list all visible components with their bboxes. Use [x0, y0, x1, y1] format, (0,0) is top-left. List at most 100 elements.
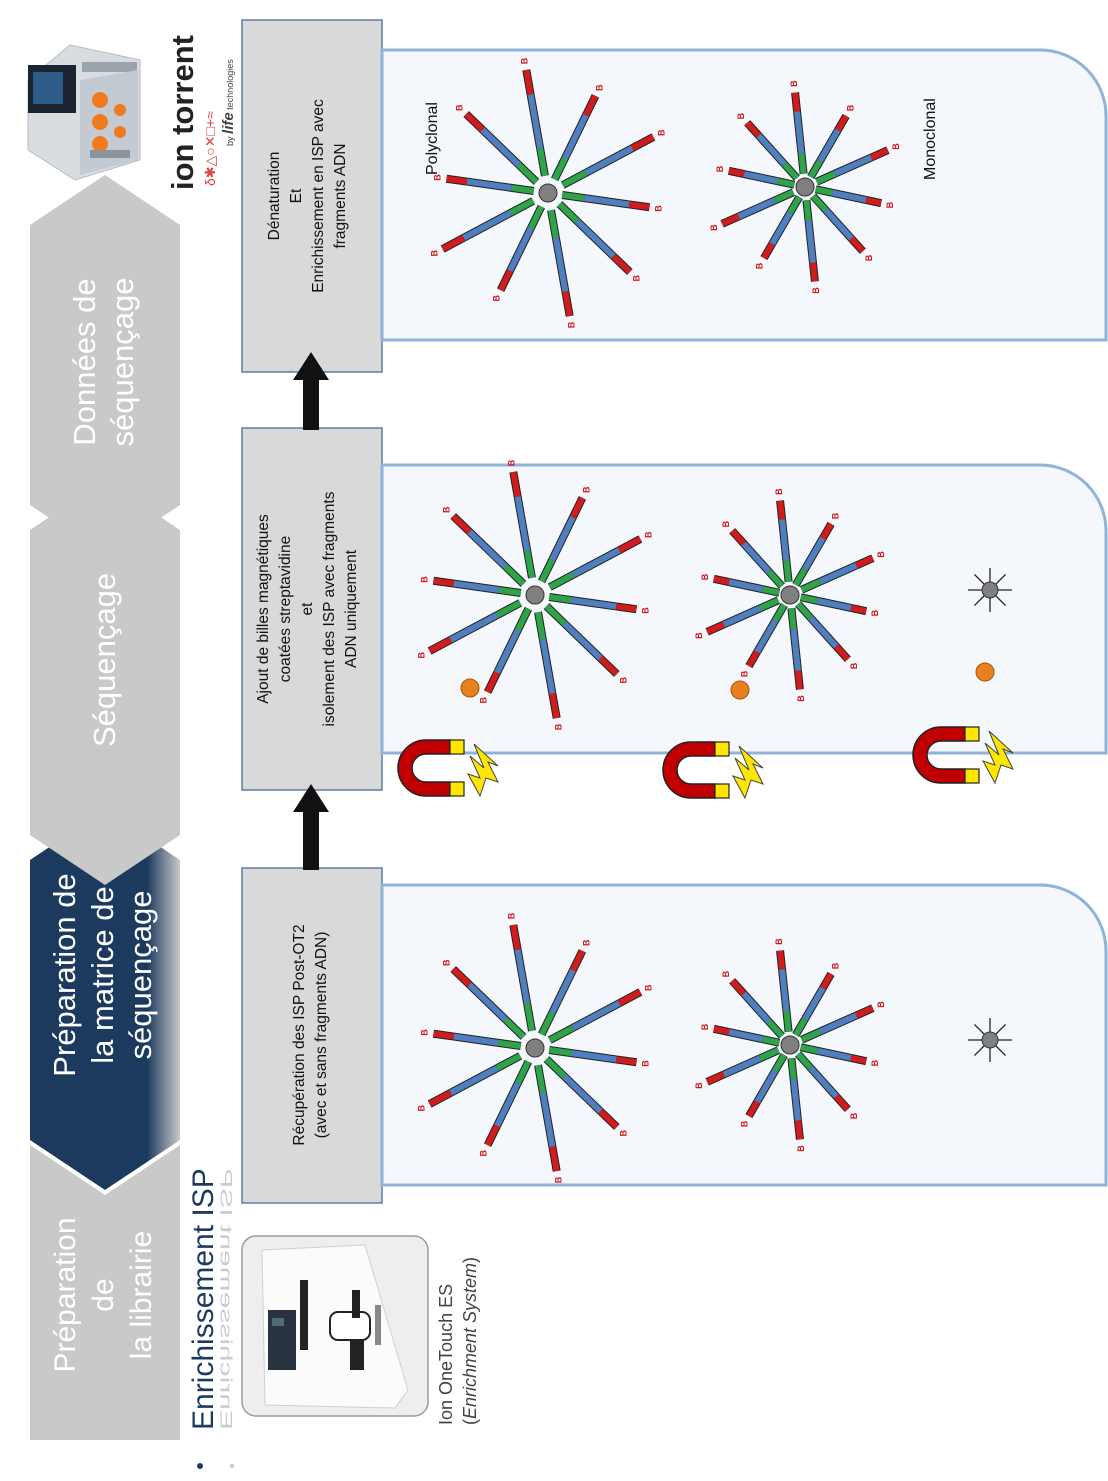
biotin-label: B — [709, 224, 719, 231]
biotin-label: B — [715, 165, 725, 172]
biotin-label: B — [520, 57, 530, 64]
isp-core — [525, 1038, 545, 1058]
biotin-label: B — [739, 1120, 749, 1127]
magnet-with-streptavidin-bead — [397, 678, 499, 798]
biotin-label: B — [876, 1001, 886, 1008]
biotin-label: B — [796, 695, 806, 702]
svg-text:de: de — [87, 1278, 120, 1311]
biotin-label: B — [864, 254, 874, 261]
biotin-label: B — [876, 551, 886, 558]
svg-text:Enrichissement ISP: Enrichissement ISP — [187, 1168, 220, 1430]
svg-text:Préparation de: Préparation de — [47, 873, 82, 1076]
biotin-label: B — [566, 321, 576, 328]
biotin-label: B — [553, 1176, 563, 1183]
biotin-label: B — [631, 275, 641, 282]
magnets — [397, 662, 1014, 800]
isp-empty-bead — [968, 1018, 1012, 1062]
svg-text:ADN uniquement: ADN uniquement — [343, 549, 360, 668]
biotin-label: B — [618, 1130, 628, 1137]
device-photo — [241, 1235, 429, 1417]
svg-text:Préparation: Préparation — [49, 1217, 82, 1372]
svg-text:Récupération des ISP Post-OT2: Récupération des ISP Post-OT2 — [291, 924, 308, 1145]
svg-text:séquençage: séquençage — [105, 278, 140, 447]
biotin-label: B — [849, 662, 859, 669]
isp-beads: BBBBBBBBBBBBBBBBBBBBBBBBBBBBBBBBBBBBBBBB… — [417, 57, 1012, 1183]
svg-text:Ajout de billes magnétiques: Ajout de billes magnétiques — [255, 514, 272, 704]
process-box-ajout-billes: Ajout de billes magnétiques coatées stre… — [241, 427, 383, 791]
lightning-icon — [981, 730, 1014, 785]
svg-text:δ✱△○✕□+≈: δ✱△○✕□+≈ — [202, 111, 218, 186]
svg-text:Ion OneTouch ES: Ion OneTouch ES — [436, 1284, 456, 1425]
biotin-label: B — [700, 1023, 710, 1030]
biotin-label: B — [891, 143, 901, 150]
lightning-icon — [466, 743, 499, 798]
nav-step-donnees[interactable] — [30, 175, 180, 555]
svg-text:Données de: Données de — [67, 278, 102, 445]
svg-text:Enrichissement ISP: Enrichissement ISP — [217, 1168, 235, 1430]
biotin-label: B — [479, 1150, 489, 1157]
process-box-recuperation: Récupération des ISP Post-OT2 (avec et s… — [241, 867, 383, 1204]
biotin-label: B — [581, 486, 591, 493]
svg-text:isolement des ISP avec fragme: isolement des ISP avec fragments — [321, 491, 338, 726]
biotin-label: B — [656, 129, 666, 136]
biotin-label: B — [694, 1082, 704, 1089]
svg-text:et: et — [299, 602, 316, 616]
svg-text:Dénaturation: Dénaturation — [266, 152, 283, 241]
biotin-label: B — [885, 201, 895, 208]
step-navigation — [30, 175, 180, 1440]
svg-text:la matrice de: la matrice de — [85, 886, 120, 1063]
section-title: Enrichissement ISP Enrichissement ISP — [187, 1168, 235, 1430]
nav-step-sequencage[interactable] — [30, 480, 180, 885]
nav-step-librairie[interactable] — [30, 1145, 180, 1440]
nav-step-matrice[interactable] — [30, 810, 180, 1190]
nav-label-librairie: Préparation de la librairie — [49, 1217, 158, 1372]
magnet-with-streptavidin-bead — [662, 680, 764, 800]
nav-label-sequencage: Séquençage — [87, 573, 122, 747]
biotin-label: B — [433, 174, 443, 181]
biotin-label: B — [640, 607, 650, 614]
svg-text:coatées streptavidine: coatées streptavidine — [277, 536, 294, 682]
svg-text:by life technologies: by life technologies — [220, 59, 237, 146]
biotin-label: B — [442, 959, 452, 966]
isp-core — [795, 177, 815, 197]
label-polyclonal: Polyclonal — [424, 102, 441, 175]
biotin-label: B — [796, 1145, 806, 1152]
biotin-label: B — [507, 459, 517, 466]
page-dot — [197, 1463, 203, 1469]
streptavidin-bead — [730, 680, 750, 700]
biotin-label: B — [849, 1112, 859, 1119]
ion-torrent-wordmark: ion torrent δ✱△○✕□+≈ by life technologie… — [165, 35, 237, 190]
streptavidin-bead — [975, 662, 995, 682]
lightning-icon — [731, 745, 764, 800]
biotin-label: B — [811, 287, 821, 294]
biotin-label: B — [653, 205, 663, 212]
biotin-label: B — [417, 652, 427, 659]
biotin-label: B — [846, 104, 856, 111]
flow-arrow — [293, 784, 329, 870]
magnet-with-streptavidin-bead — [912, 662, 1014, 785]
svg-text:Et: Et — [288, 188, 305, 203]
biotin-label: B — [430, 250, 440, 257]
magnet-icon — [397, 739, 451, 797]
svg-text:Enrichissement en ISP avec: Enrichissement en ISP avec — [310, 99, 327, 293]
biotin-label: B — [831, 512, 841, 519]
svg-text:séquençage: séquençage — [123, 891, 158, 1060]
isp-empty-bead — [968, 568, 1012, 612]
svg-text:ion torrent: ion torrent — [165, 35, 200, 190]
svg-text:Séquençage: Séquençage — [87, 573, 122, 747]
biotin-label: B — [789, 80, 799, 87]
biotin-label: B — [507, 912, 517, 919]
biotin-label: B — [492, 295, 502, 302]
streptavidin-bead — [460, 678, 480, 698]
biotin-label: B — [694, 632, 704, 639]
biotin-label: B — [420, 1029, 430, 1036]
panel-ajout-billes — [380, 463, 1108, 755]
biotin-label: B — [594, 84, 604, 91]
magnet-icon — [662, 741, 716, 799]
biotin-label: B — [417, 1105, 427, 1112]
isp-core — [538, 183, 558, 203]
